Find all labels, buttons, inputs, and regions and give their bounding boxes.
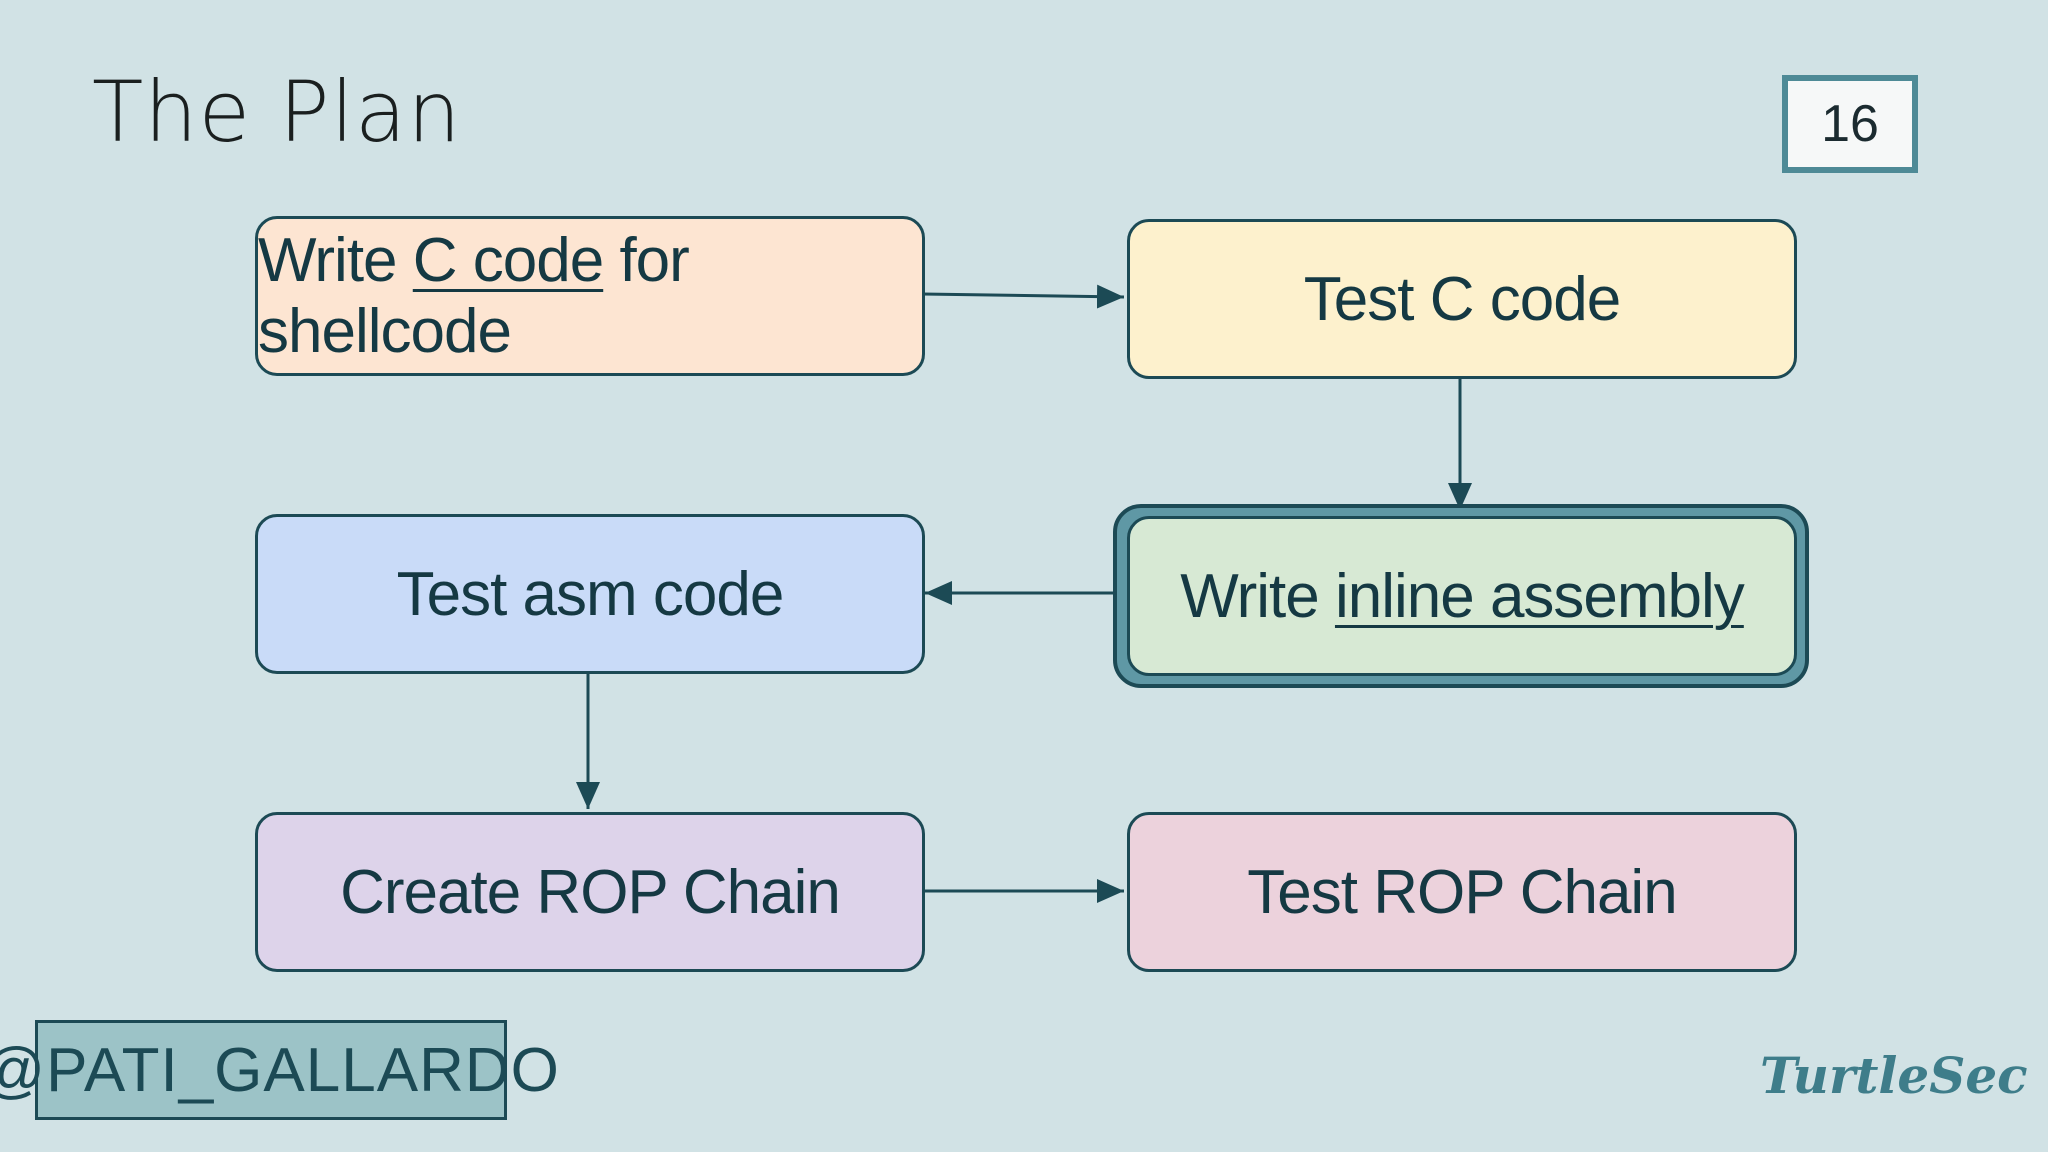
node-test-c-code-label: Test C code — [1303, 264, 1621, 334]
node-write-inline-assembly: Write inline assembly — [1127, 516, 1797, 676]
node-test-asm-code: Test asm code — [255, 514, 925, 674]
page-number: 16 — [1782, 75, 1918, 173]
node-test-rop-chain: Test ROP Chain — [1127, 812, 1797, 972]
node-write-c-code-label: Write C code for shellcode — [258, 226, 690, 366]
node-create-rop-chain: Create ROP Chain — [255, 812, 925, 972]
turtlesec-logo: TurtleSec — [1760, 1046, 2028, 1105]
edge-write-c-to-test-c — [921, 284, 1125, 309]
node-test-c-code: Test C code — [1127, 219, 1797, 379]
node-test-rop-chain-label: Test ROP Chain — [1247, 857, 1677, 927]
node-write-inline-assembly-label: Write inline assembly — [1180, 561, 1745, 631]
author-handle: @PATI_GALLARDO — [0, 1020, 559, 1120]
node-write-c-code: Write C code for shellcode — [255, 216, 925, 376]
node-test-asm-code-label: Test asm code — [396, 559, 785, 629]
node-create-rop-chain-label: Create ROP Chain — [340, 857, 841, 927]
slide-title: The Plan — [92, 63, 462, 161]
